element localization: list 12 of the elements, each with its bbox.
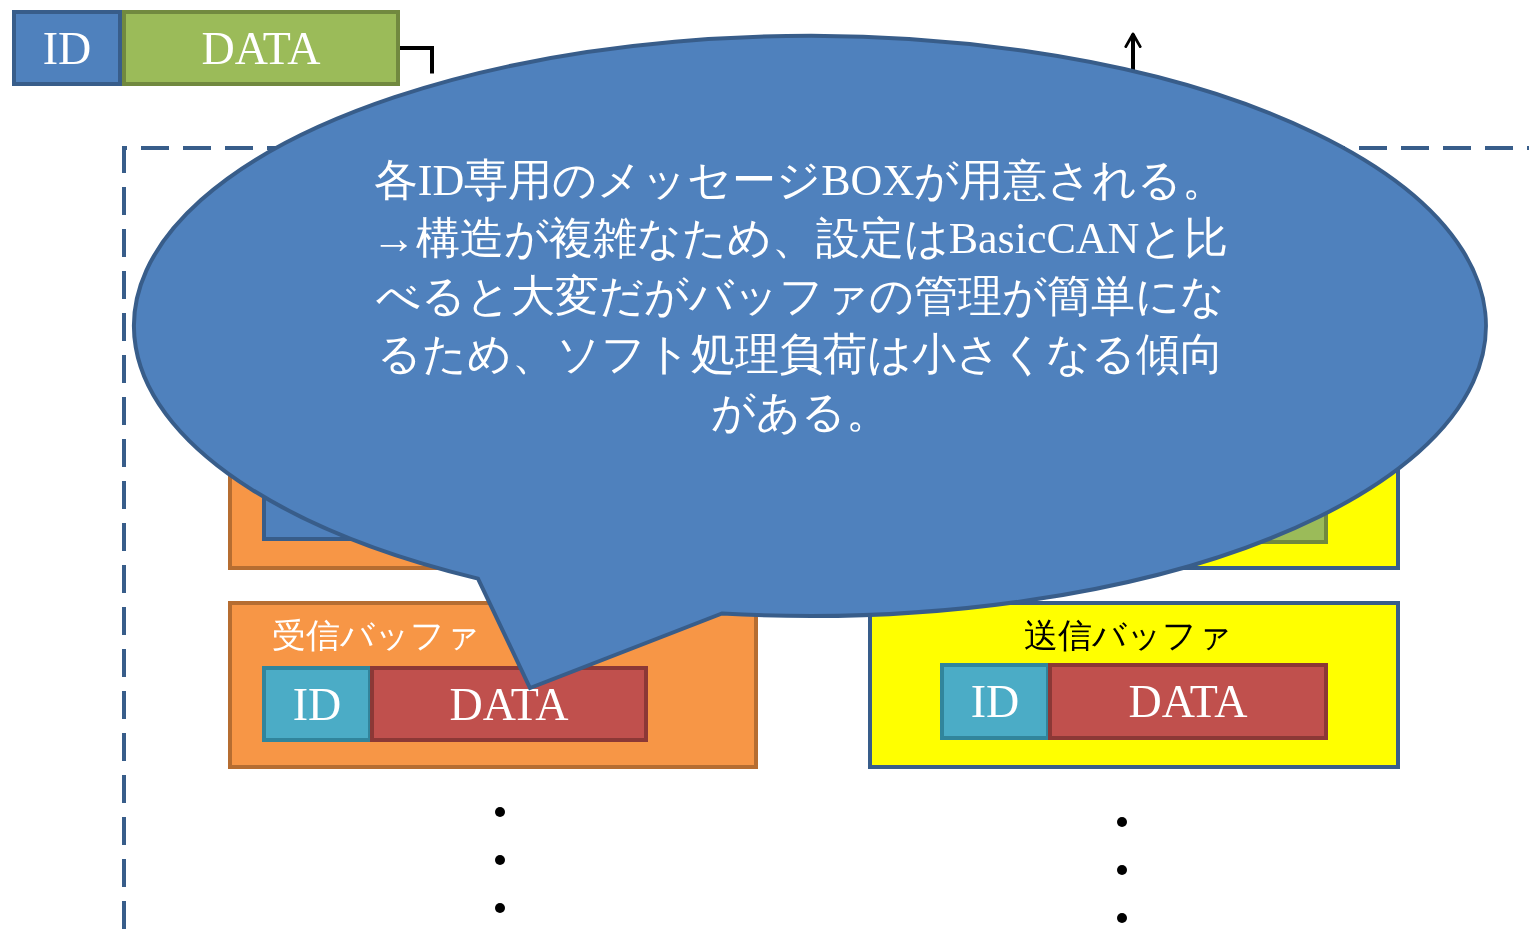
id-field: ID — [940, 663, 1050, 740]
data-field: DATA — [122, 10, 400, 86]
buffer-label: 受信バッファ — [272, 614, 480, 657]
buffer-box — [868, 601, 1400, 769]
buffer-label: 送信バッファ — [1024, 614, 1232, 657]
id-field: ID — [12, 10, 122, 86]
data-field: DATA — [370, 666, 648, 742]
id-field: ID — [262, 666, 372, 742]
callout-text: 各ID専用のメッセージBOXが用意される。 — [372, 155, 1228, 207]
connector-line — [400, 46, 434, 74]
data-field: DATA — [1048, 663, 1328, 740]
callout-text: →構造が複雑なため、設定はBasicCANと比べると大変だがバッファの管理が簡単になるため、ソフト処理負荷は小さくなる傾向がある。 — [370, 213, 1230, 439]
